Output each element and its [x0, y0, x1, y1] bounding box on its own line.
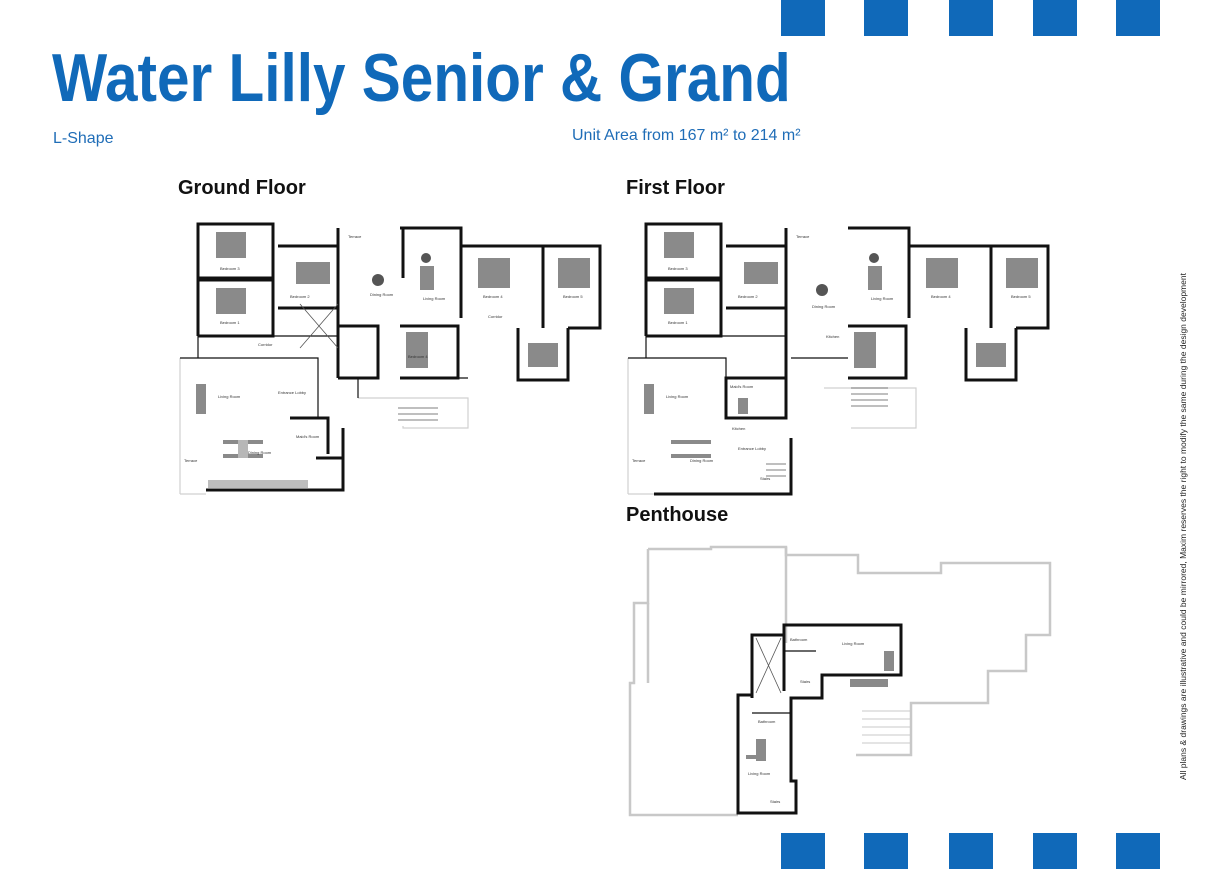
svg-text:Bedroom 5: Bedroom 5	[563, 294, 583, 299]
ground-floor-label: Ground Floor	[178, 177, 306, 199]
brand-square	[864, 0, 908, 36]
svg-text:Terrace: Terrace	[796, 234, 810, 239]
svg-text:Bathroom: Bathroom	[790, 637, 808, 642]
svg-text:Bedroom 2: Bedroom 2	[290, 294, 310, 299]
svg-text:Living Room: Living Room	[871, 296, 894, 301]
svg-text:Kitchen: Kitchen	[732, 426, 745, 431]
brand-square	[949, 0, 993, 36]
svg-text:Terrace: Terrace	[632, 458, 646, 463]
svg-text:Terrace: Terrace	[348, 234, 362, 239]
svg-text:Bedroom 4: Bedroom 4	[483, 294, 503, 299]
svg-text:Stairs: Stairs	[760, 476, 770, 481]
svg-text:Bedroom 4: Bedroom 4	[931, 294, 951, 299]
svg-text:Maid's Room: Maid's Room	[296, 434, 320, 439]
svg-text:Dining Room: Dining Room	[248, 450, 272, 455]
disclaimer-text: All plans & drawings are illustrative an…	[1178, 273, 1188, 780]
svg-text:Stairs: Stairs	[770, 799, 780, 804]
svg-text:Entrance Lobby: Entrance Lobby	[278, 390, 306, 395]
unit-shape-label: L-Shape	[53, 130, 114, 147]
svg-text:Stairs: Stairs	[800, 679, 810, 684]
svg-text:Maid's Room: Maid's Room	[730, 384, 754, 389]
ground-floor-drawing: Bedroom 3 Bedroom 1 Bedroom 2 Living Roo…	[179, 222, 602, 495]
svg-text:Terrace: Terrace	[184, 458, 198, 463]
penthouse-plan: Living Room Bathroom Bathroom Living Roo…	[626, 543, 1056, 825]
svg-text:Bedroom 1: Bedroom 1	[220, 320, 240, 325]
brand-square	[1033, 0, 1077, 36]
first-floor-label: First Floor	[626, 177, 725, 199]
penthouse-label: Penthouse	[626, 504, 729, 526]
svg-text:Living Room: Living Room	[423, 296, 446, 301]
svg-text:Living Room: Living Room	[842, 641, 865, 646]
first-floor-drawing: Bedroom 3 Bedroom 1 Bedroom 2 Living Roo…	[627, 222, 1050, 496]
svg-text:Entrance Lobby: Entrance Lobby	[738, 446, 766, 451]
brand-square	[1116, 833, 1160, 869]
brand-square	[1116, 0, 1160, 36]
svg-text:Living Room: Living Room	[748, 771, 771, 776]
svg-text:Corridor: Corridor	[258, 342, 273, 347]
page-title: Water Lilly Senior & Grand	[52, 40, 791, 116]
penthouse-drawing: Living Room Bathroom Bathroom Living Roo…	[628, 545, 1052, 817]
svg-text:Bedroom 2: Bedroom 2	[738, 294, 758, 299]
svg-text:Corridor: Corridor	[488, 314, 503, 319]
svg-text:Bedroom 3: Bedroom 3	[668, 266, 688, 271]
svg-text:Dining Room: Dining Room	[370, 292, 394, 297]
brand-square	[1033, 833, 1077, 869]
unit-area-label: Unit Area from 167 m² to 214 m²	[572, 127, 801, 144]
brand-square	[864, 833, 908, 869]
svg-text:Dining Room: Dining Room	[690, 458, 714, 463]
svg-text:Bedroom 4: Bedroom 4	[408, 354, 428, 359]
first-floor-plan: Bedroom 3 Bedroom 1 Bedroom 2 Living Roo…	[626, 218, 1056, 498]
svg-text:Living Room: Living Room	[666, 394, 689, 399]
brand-square	[949, 833, 993, 869]
ground-floor-plan: Bedroom 3 Bedroom 1 Bedroom 2 Living Roo…	[178, 218, 608, 498]
svg-text:Bathroom: Bathroom	[758, 719, 776, 724]
brand-square	[781, 0, 825, 36]
svg-text:Living Room: Living Room	[218, 394, 241, 399]
svg-text:Dining Room: Dining Room	[812, 304, 836, 309]
svg-text:Bedroom 1: Bedroom 1	[668, 320, 688, 325]
svg-text:Bedroom 5: Bedroom 5	[1011, 294, 1031, 299]
svg-text:Kitchen: Kitchen	[826, 334, 839, 339]
brand-square	[781, 833, 825, 869]
svg-text:Bedroom 3: Bedroom 3	[220, 266, 240, 271]
